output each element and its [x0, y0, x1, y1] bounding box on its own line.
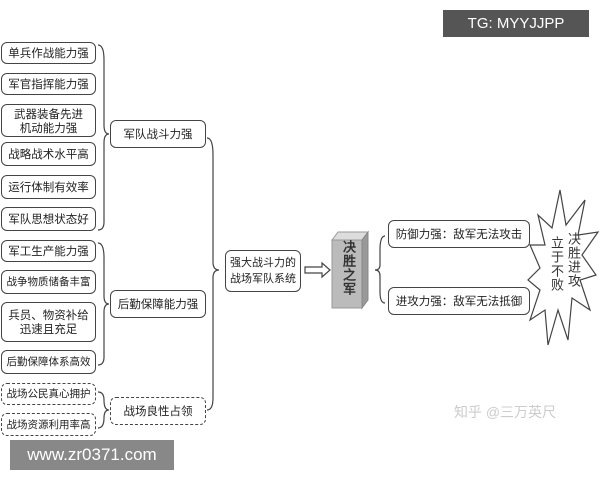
- left-item-box: 兵员、物资补给 迅速且充足: [1, 302, 96, 342]
- burst-col1: 决胜进攻: [565, 232, 580, 288]
- left-item-box: 战争物质储备丰富: [1, 270, 96, 294]
- middle-box-combat: 军队战斗力强: [110, 120, 206, 148]
- left-item-box: 后勤保障体系高效: [1, 350, 96, 374]
- left-item-box: 战略战术水平高: [1, 142, 96, 166]
- left-item-box: 单兵作战能力强: [1, 42, 96, 64]
- right-box-defense: 防御力强：敌军无法攻击: [388, 220, 530, 248]
- left-item-box: 武器装备先进 机动能力强: [1, 104, 96, 137]
- middle-box-battlefield: 战场良性占领: [110, 397, 206, 425]
- left-item-box: 军队思想状态好: [1, 207, 96, 231]
- right-box-attack: 进攻力强：敌军无法抵御: [388, 287, 530, 315]
- watermark-bottom: www.zr0371.com: [10, 440, 174, 470]
- left-item-box: 战场资源利用率高: [1, 413, 96, 436]
- left-item-box: 战场公民真心拥护: [1, 383, 96, 405]
- block-3d: [331, 230, 369, 310]
- burst-col2: 立于不败: [548, 236, 563, 292]
- middle-box-logistics: 后勤保障能力强: [110, 290, 206, 318]
- brace-3: [97, 391, 110, 429]
- left-item-box: 军官指挥能力强: [1, 73, 96, 95]
- block-label: 决胜之军: [340, 240, 355, 296]
- watermark-zhihu: 知乎 @三万英尺: [453, 404, 557, 420]
- brace-1: [97, 44, 110, 231]
- left-item-box: 军工生产能力强: [1, 240, 96, 262]
- arrow: [304, 261, 331, 279]
- center-box: 强大战斗力的 战场军队系统: [225, 250, 301, 292]
- brace-2: [97, 242, 110, 366]
- brace-main: [206, 137, 220, 411]
- brace-right: [374, 235, 386, 304]
- watermark-top: TG: MYYJJPP: [443, 10, 589, 37]
- starburst: [527, 189, 600, 346]
- left-item-box: 运行体制有效率: [1, 175, 96, 199]
